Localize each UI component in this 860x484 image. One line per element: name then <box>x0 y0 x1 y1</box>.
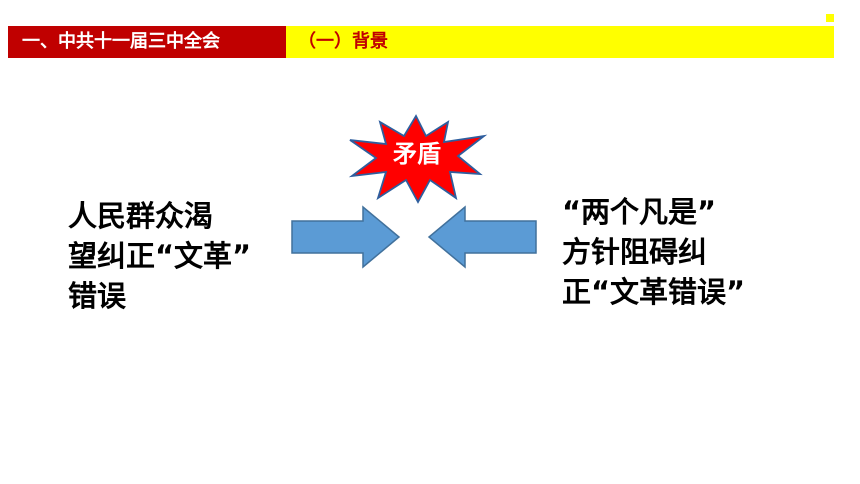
right-text-line: 方针阻碍纠 <box>562 235 708 269</box>
right-text-block: “两个凡是” 方针阻碍纠 正“文革错误” <box>562 192 802 312</box>
burst-label: 矛盾 <box>393 140 441 168</box>
right-text-line: “两个凡是” <box>562 195 717 229</box>
left-text-line: 错误 <box>68 279 127 313</box>
right-text-line: 正“文革错误” <box>562 275 746 309</box>
header-accent <box>826 14 834 22</box>
header-bar: 一、中共十一届三中全会 （一）背景 <box>8 26 834 58</box>
left-text-line: 望纠正“文革” <box>68 239 252 273</box>
left-text-line: 人民群众渴 <box>68 199 214 233</box>
explosion-burst-icon <box>348 114 488 204</box>
section-title: 一、中共十一届三中全会 <box>8 26 286 58</box>
subsection-title: （一）背景 <box>286 26 834 58</box>
left-text-block: 人民群众渴 望纠正“文革” 错误 <box>68 196 288 316</box>
left-arrow-icon <box>427 205 537 269</box>
right-arrow-icon <box>291 205 401 269</box>
